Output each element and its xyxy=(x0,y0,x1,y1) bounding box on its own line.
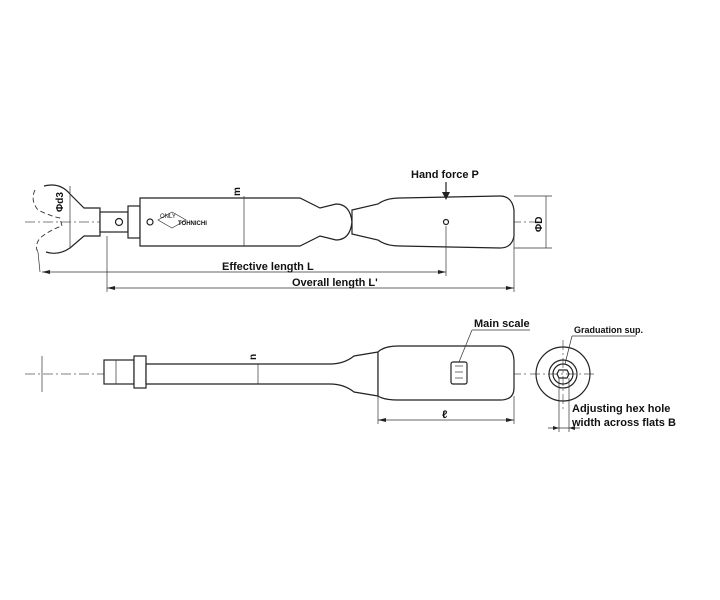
main-scale-window xyxy=(450,361,468,385)
coupler-ring xyxy=(127,205,141,239)
eff-length-arrow-left xyxy=(42,270,50,274)
coupler-pin xyxy=(114,217,124,227)
drive-collar xyxy=(133,355,147,389)
body-screw xyxy=(146,218,154,226)
ell-arrow-left xyxy=(378,418,386,422)
only-text: ONLY xyxy=(160,214,176,220)
head-extension xyxy=(37,251,41,273)
side-view: Main scale n ℓ xyxy=(25,318,530,424)
overall-length-arrow-right xyxy=(506,286,514,290)
end-inner-circle xyxy=(548,359,578,389)
side-shaft xyxy=(145,351,379,397)
top-view: ONLY TOHNICHI Hand force P Φd3 m ΦD Effe… xyxy=(25,169,552,292)
ell-label: ℓ xyxy=(442,409,447,421)
brand-text: TOHNICHI xyxy=(178,221,207,227)
hand-force-point xyxy=(442,218,450,226)
wrench-body xyxy=(139,197,353,247)
side-grip xyxy=(377,345,515,401)
effective-length-label: Effective length L xyxy=(222,261,314,273)
coupler xyxy=(99,211,129,233)
end-outer-circle xyxy=(535,346,591,402)
head-outline xyxy=(43,184,101,254)
hand-force-arrowhead xyxy=(442,192,450,200)
graduation-sup-ring xyxy=(552,363,574,385)
hex-hole-label-line2: width across flats B xyxy=(571,417,676,429)
hex-arrow-right xyxy=(569,426,575,430)
eff-length-arrow-right xyxy=(438,270,446,274)
main-scale-label: Main scale xyxy=(474,318,530,330)
brand-diamond xyxy=(157,211,187,229)
main-scale-leader xyxy=(458,329,473,363)
square-drive xyxy=(103,359,135,385)
graduation-sup-leader xyxy=(564,335,573,365)
overall-length-arrow-left xyxy=(107,286,115,290)
graduation-sup-label: Graduation sup. xyxy=(574,325,643,335)
phi-d3-label: Φd3 xyxy=(55,192,66,212)
end-view: Graduation sup. Adjusting hex hole width… xyxy=(530,325,676,432)
hex-arrow-left xyxy=(553,426,559,430)
ell-arrow-right xyxy=(506,418,514,422)
m-label: m xyxy=(232,187,243,196)
overall-length-label: Overall length L' xyxy=(292,277,378,289)
hand-force-label: Hand force P xyxy=(411,169,479,181)
head-outline-dashed xyxy=(32,189,63,253)
hex-hole xyxy=(556,369,570,379)
hex-hole-label-line1: Adjusting hex hole xyxy=(572,403,670,415)
phi-D-label: ΦD xyxy=(534,217,545,232)
n-label: n xyxy=(248,354,259,360)
grip xyxy=(351,195,515,249)
